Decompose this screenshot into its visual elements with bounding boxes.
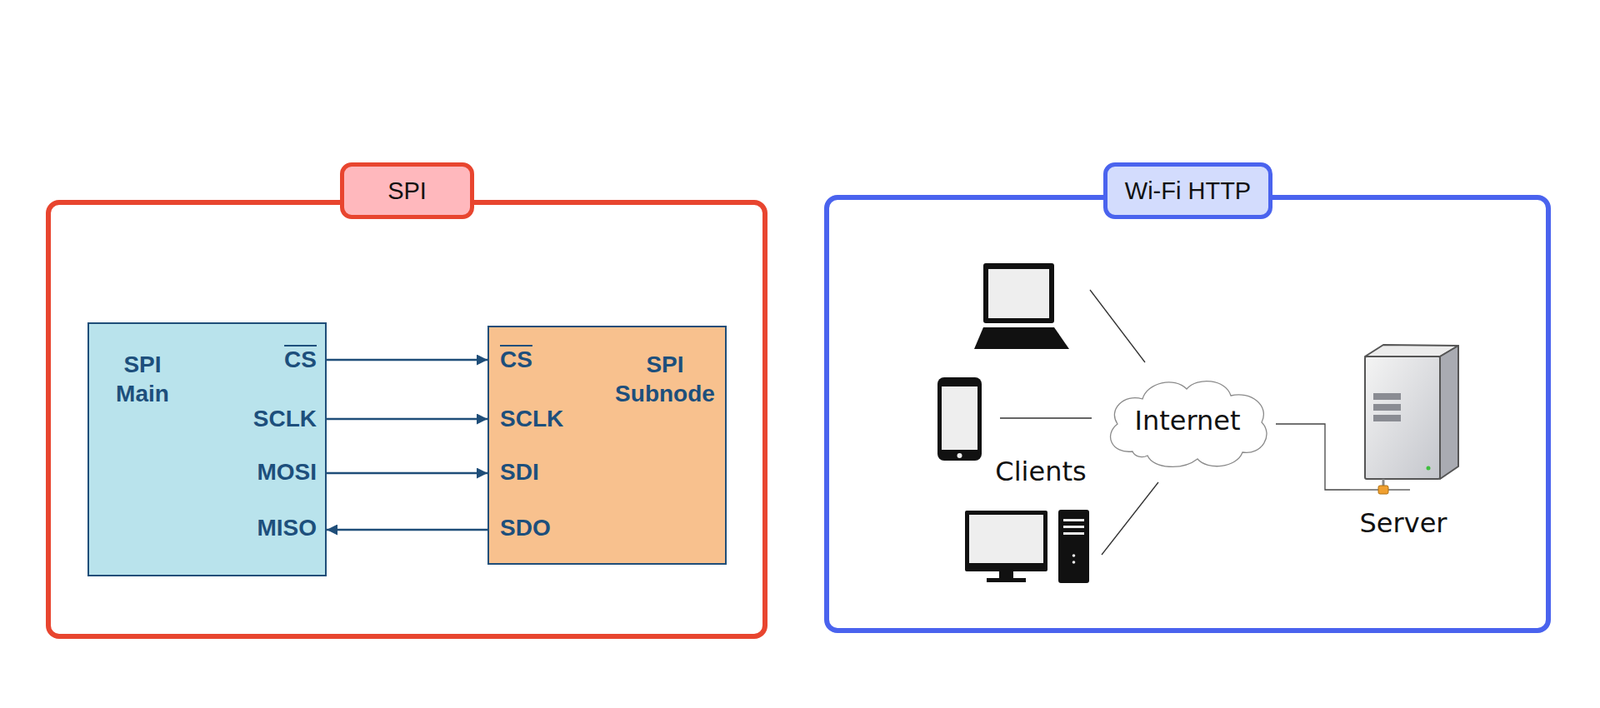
- connector-layer: [326, 360, 1350, 530]
- monitor-frame: [965, 510, 1048, 572]
- cloud-label: Internet: [1099, 404, 1276, 438]
- server-top: [1365, 345, 1459, 357]
- monitor-display: [969, 515, 1044, 564]
- server-label: Server: [1350, 506, 1457, 540]
- server-bay: [1373, 404, 1401, 411]
- laptop-screen: [983, 263, 1055, 324]
- leader-lines: [1000, 290, 1159, 555]
- leader-line: [1101, 482, 1159, 555]
- server-plug-stem: [1382, 479, 1385, 487]
- block-title: SPI Subnode: [606, 350, 724, 409]
- laptop-base: [974, 327, 1070, 350]
- signal-arrow: [326, 529, 488, 532]
- server-side: [1440, 345, 1459, 480]
- phone-body: [937, 377, 982, 461]
- laptop-icon: [974, 263, 1070, 350]
- server-bay: [1373, 393, 1401, 400]
- block-title: SPI Main: [100, 350, 185, 409]
- signal-arrow: [326, 359, 488, 362]
- tower-led: [1072, 554, 1076, 558]
- phone-display: [941, 386, 978, 450]
- section-tab: Wi-Fi HTTP: [1103, 162, 1273, 220]
- server-led: [1426, 466, 1431, 471]
- laptop-display: [988, 269, 1050, 319]
- tower-bay: [1063, 532, 1085, 535]
- spi-subnode-block: SPI Subnode: [487, 325, 727, 565]
- phone-icon: [937, 377, 982, 461]
- server-plug: [1378, 485, 1389, 495]
- network-link: [1275, 424, 1350, 490]
- internet-cloud: Internet: [1099, 372, 1276, 473]
- leader-line: [1000, 417, 1092, 419]
- tower-bay: [1063, 519, 1085, 522]
- network-wire: [1350, 489, 1410, 491]
- server-node: Server: [1350, 337, 1457, 538]
- monitor-base: [986, 578, 1026, 583]
- monitor-stand: [999, 571, 1014, 579]
- tower-led: [1072, 560, 1076, 565]
- section-panel: Wi-Fi HTTPInternetServer: [824, 195, 1551, 634]
- section-panel: SPISPI MainSPI Subnode: [45, 200, 768, 640]
- group-label: Clients: [995, 455, 1086, 489]
- leader-line: [1090, 290, 1145, 363]
- tower-bay: [1063, 525, 1085, 529]
- phone-button: [957, 453, 963, 459]
- server-bay: [1373, 415, 1401, 422]
- signal-arrow: [326, 472, 488, 475]
- section-tab: SPI: [340, 162, 475, 220]
- spi-main-block: SPI Main: [87, 322, 327, 577]
- signal-arrow: [326, 418, 488, 421]
- server-front: [1365, 356, 1440, 480]
- desktop-icon: [965, 510, 1090, 584]
- server-icon: [1350, 345, 1459, 495]
- tower-case: [1058, 510, 1090, 584]
